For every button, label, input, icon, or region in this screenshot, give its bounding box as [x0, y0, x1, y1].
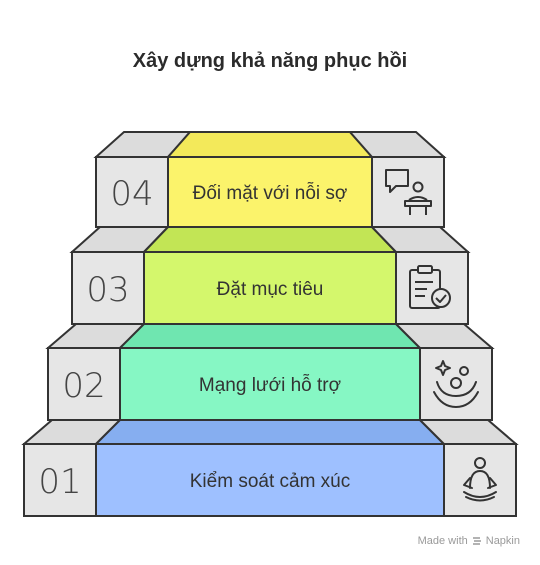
- step-02-top-face: [117, 323, 423, 349]
- step-03: 03 Đặt mục tiêu: [69, 226, 471, 325]
- step-04-number: 04: [110, 174, 153, 214]
- step-03-label-box: [143, 251, 397, 325]
- step-01-icon-box: [443, 443, 517, 517]
- step-04: 04 Đối mặt với nỗi sợ: [93, 131, 447, 228]
- napkin-brand-text: Napkin: [485, 535, 520, 547]
- speech-podium-icon: [385, 169, 432, 215]
- step-01-top-face: [93, 419, 447, 445]
- step-04-icon-box: [371, 156, 445, 228]
- support-network-icon: [433, 360, 479, 408]
- step-03-label: Đặt mục tiêu: [217, 279, 324, 300]
- step-03-number: 03: [86, 270, 129, 310]
- step-01-label-box: [95, 443, 445, 517]
- napkin-logo-icon: [472, 537, 481, 545]
- step-02-label-box: [119, 347, 421, 421]
- clipboard-check-icon: [409, 265, 451, 309]
- step-03-number-box: [71, 251, 145, 325]
- step-02: 02 Mạng lưới hỗ trợ: [45, 323, 495, 421]
- diagram-title: Xây dựng khả năng phục hồi: [132, 50, 408, 72]
- step-04-label-box: [167, 156, 373, 228]
- step-01-number: 01: [38, 462, 81, 502]
- step-02-label: Mạng lưới hỗ trợ: [199, 374, 341, 396]
- step-02-number-box: [47, 347, 121, 421]
- step-02-icon-box: [419, 347, 493, 421]
- step-03-top-face: [141, 226, 399, 253]
- step-02-number: 02: [62, 366, 105, 406]
- footer-credit: Made with Napkin: [418, 535, 520, 547]
- step-01-number-box: [23, 443, 97, 517]
- step-01-label: Kiểm soát cảm xúc: [190, 471, 351, 492]
- step-01: 01 Kiểm soát cảm xúc: [21, 419, 519, 517]
- meditation-icon: [463, 457, 497, 502]
- step-04-label: Đối mặt với nỗi sợ: [193, 182, 348, 204]
- step-04-top-face: [165, 131, 375, 158]
- made-with-text: Made with: [417, 535, 468, 547]
- step-03-icon-box: [395, 251, 469, 325]
